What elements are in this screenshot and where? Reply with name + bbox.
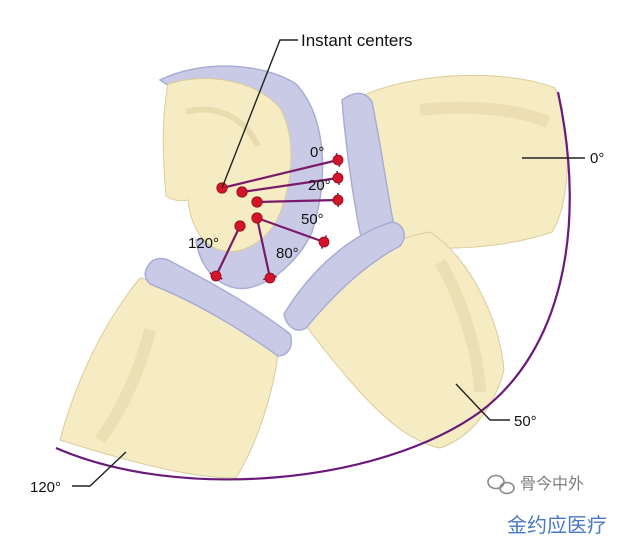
contact-point-100 bbox=[265, 273, 275, 283]
instant-centers-label: Instant centers bbox=[301, 31, 413, 50]
position-label-0: 0° bbox=[590, 150, 604, 167]
angle-label-0: 0° bbox=[310, 144, 324, 161]
angle-label-80: 80° bbox=[276, 245, 299, 262]
position-label-50: 50° bbox=[514, 413, 537, 430]
wechat-icon bbox=[488, 476, 514, 494]
position-label-120: 120° bbox=[30, 479, 61, 496]
angle-label-120: 120° bbox=[188, 235, 219, 252]
instant-center-dot-2 bbox=[252, 197, 262, 207]
instant-center-dot-1 bbox=[237, 187, 247, 197]
contact-point-0 bbox=[333, 155, 343, 165]
instant-center-dot-4 bbox=[235, 221, 245, 231]
instant-center-dot-3 bbox=[252, 213, 262, 223]
tibia-50-degrees bbox=[284, 222, 504, 448]
contact-point-50 bbox=[333, 195, 343, 205]
angle-label-50: 50° bbox=[301, 211, 324, 228]
contact-point-120 bbox=[211, 271, 221, 281]
watermark-account-name: 骨今中外 bbox=[520, 474, 584, 493]
tibia-120-degrees bbox=[60, 259, 291, 478]
femur-bone bbox=[163, 79, 291, 252]
watermark: 骨今中外 金约应医疗 bbox=[488, 474, 607, 537]
contact-point-20 bbox=[333, 173, 343, 183]
watermark-source-text: 金约应医疗 bbox=[507, 513, 607, 537]
contact-point-80 bbox=[319, 237, 329, 247]
angle-label-20: 20° bbox=[308, 177, 331, 194]
